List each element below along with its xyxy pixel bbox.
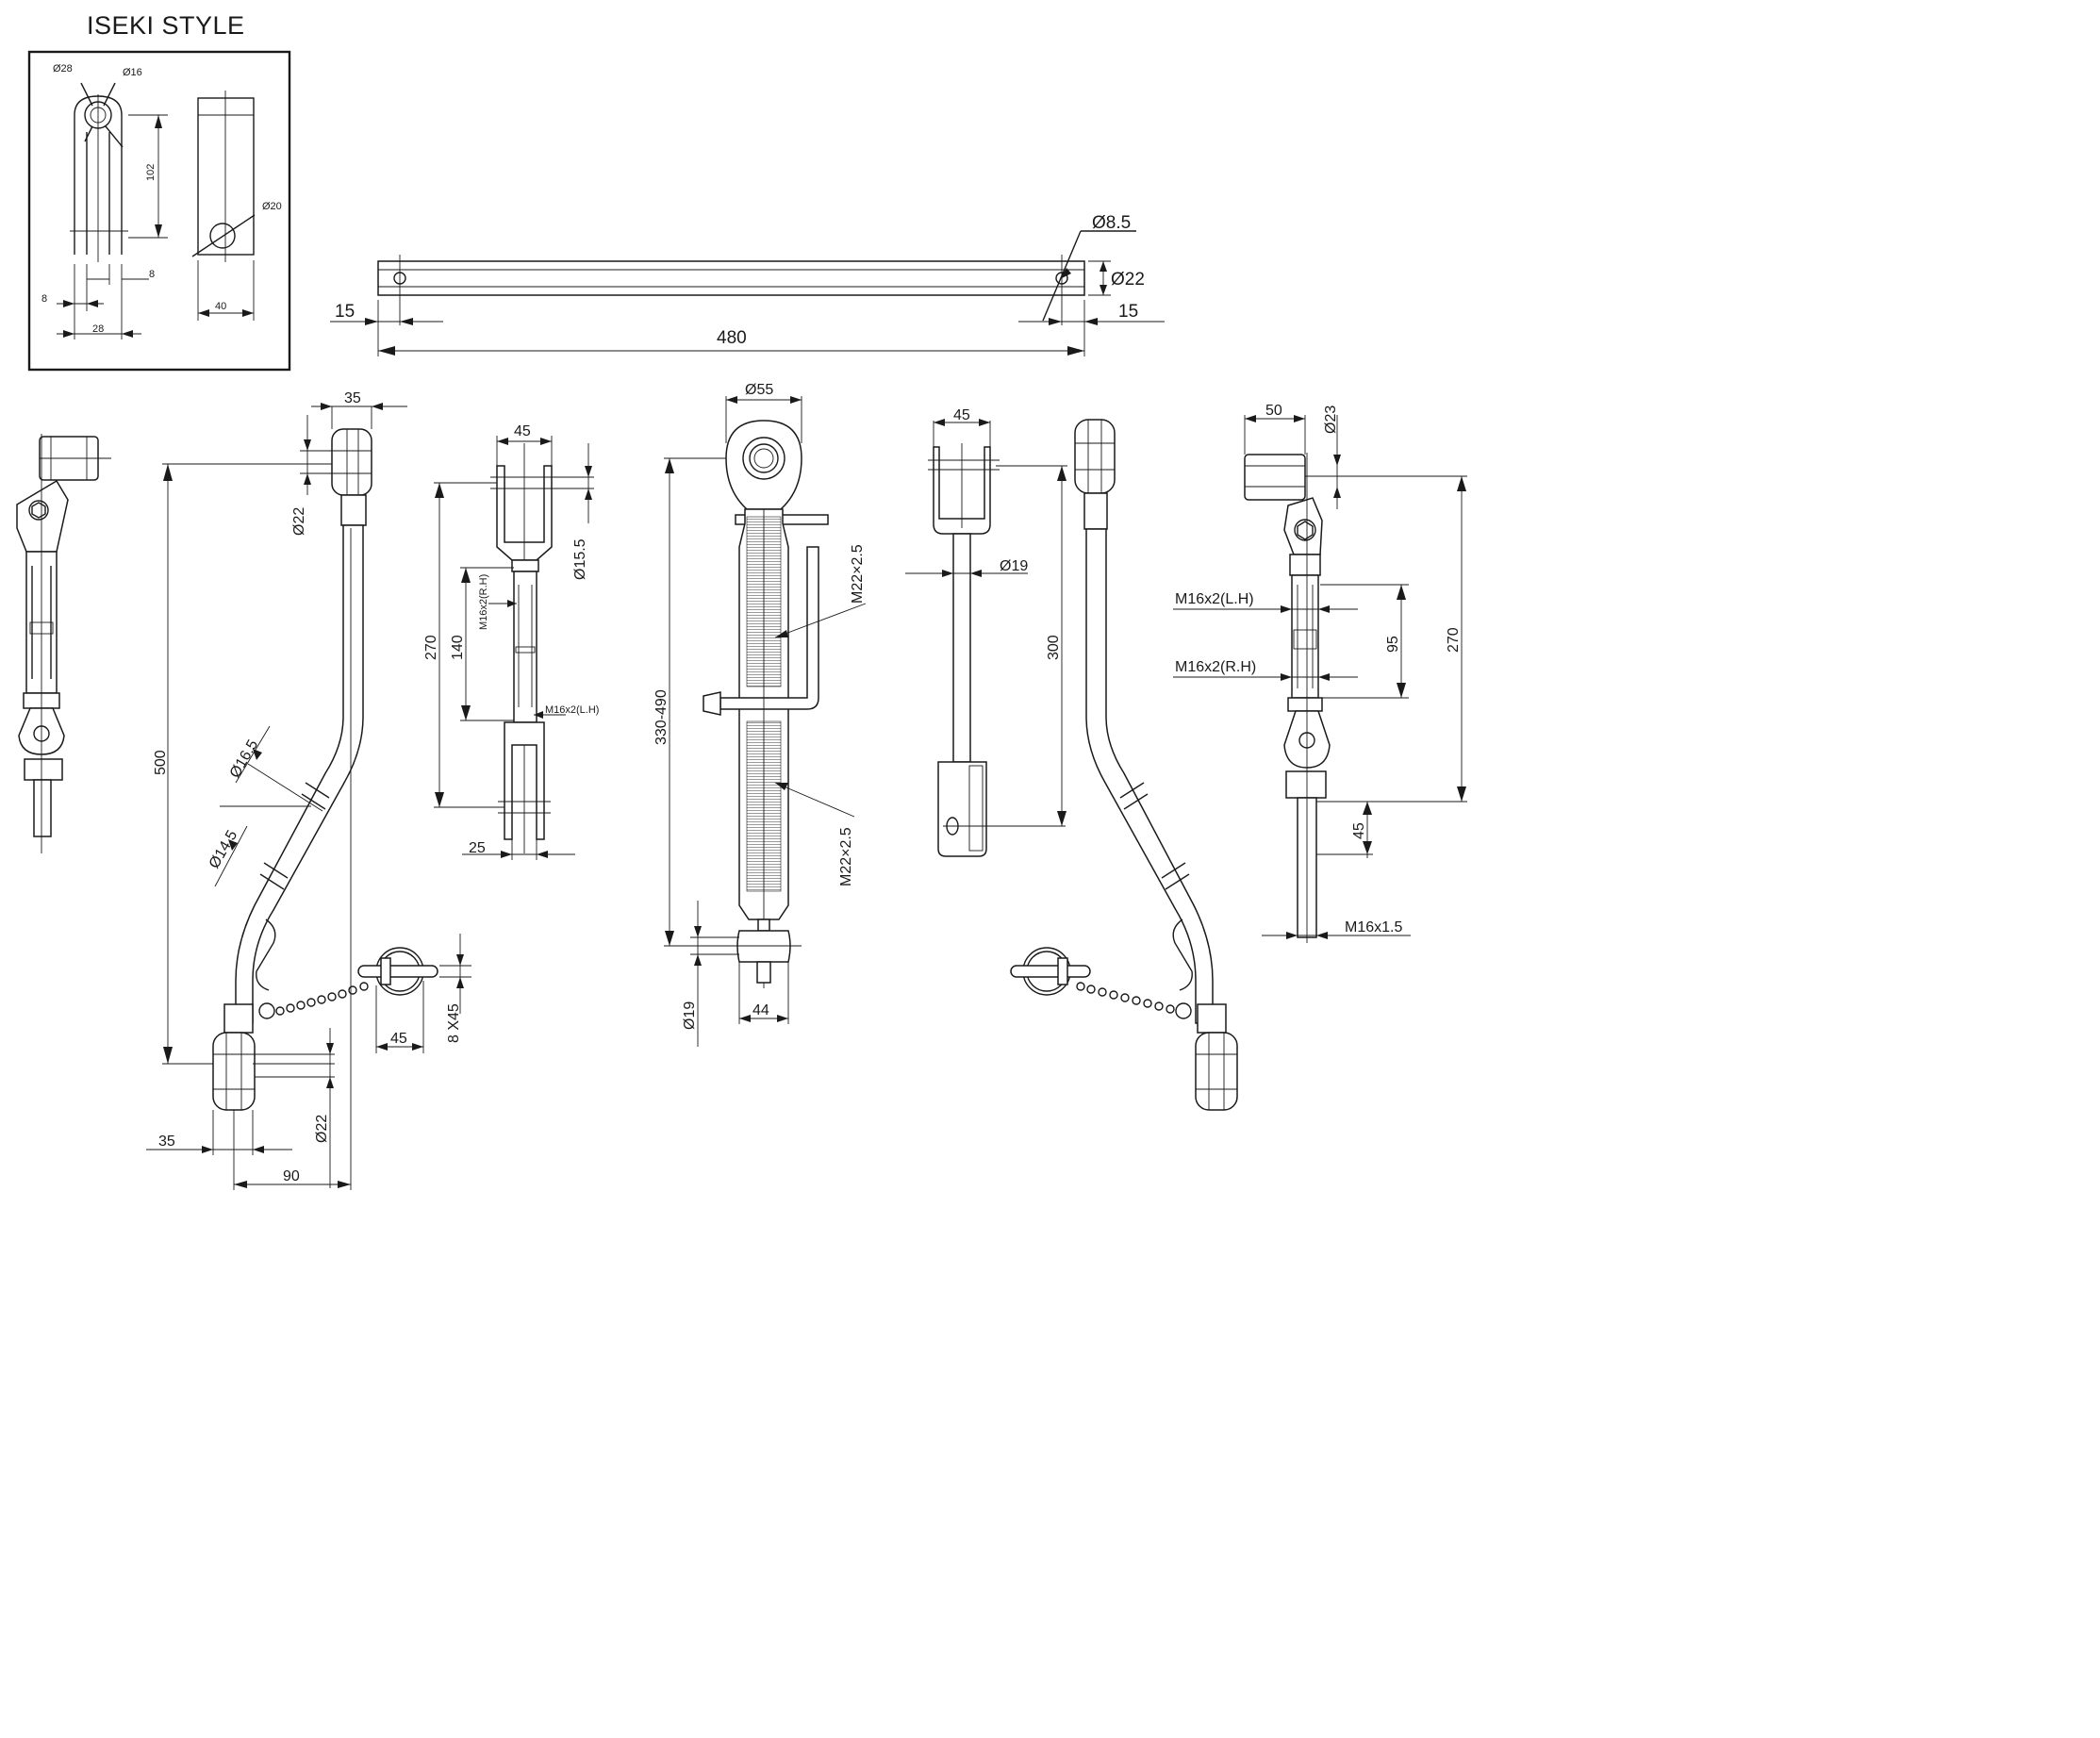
- fork-m16lh-label: M16x2(L.H): [545, 704, 599, 716]
- fork-270-label: 270: [423, 635, 439, 660]
- bar-15-right-label: 15: [1118, 302, 1138, 322]
- top-m22-lower-label: M22×2.5: [838, 827, 854, 886]
- left-arm-rod: [235, 524, 364, 1024]
- bar-d22-label: Ø22: [1111, 270, 1145, 290]
- left-check-arm: 35 Ø22 500 Ø16.5 Ø14.5 45 8 X45 Ø22: [146, 390, 471, 1190]
- rs-d23-label: Ø23: [1323, 406, 1339, 434]
- left-35-top-label: 35: [344, 390, 361, 406]
- rs-95-label: 95: [1385, 636, 1401, 653]
- stabilizer-bar-drawing: 15 15 480 Ø8.5 Ø22: [330, 213, 1165, 356]
- right-check-arm: [1010, 419, 1238, 1111]
- right-arm-bottom-ball: [1195, 1032, 1238, 1111]
- fork-25-label: 25: [469, 840, 486, 856]
- inset-8a-label: 8: [41, 293, 47, 305]
- left-arm-chain: [258, 982, 369, 1019]
- left-d22-bot-label: Ø22: [314, 1115, 330, 1143]
- inset-d28-label: Ø28: [53, 63, 73, 74]
- inset-40-label: 40: [215, 301, 226, 312]
- drawing-canvas: ISEKI STYLE Ø28 Ø16 102 8 8 28: [16, 11, 1467, 1190]
- top-44-label: 44: [752, 1002, 769, 1018]
- rs-270-label: 270: [1446, 627, 1462, 653]
- drawing-title: ISEKI STYLE: [87, 11, 245, 40]
- rs-m161-label: M16x1.5: [1345, 919, 1402, 935]
- right-arm-chain: [1076, 982, 1192, 1019]
- fork-45-label: 45: [514, 423, 531, 439]
- drop-45-label: 45: [953, 407, 970, 423]
- left-35-bot-label: 35: [158, 1134, 175, 1150]
- fork-m16rh-label: M16x2(R.H): [478, 574, 489, 630]
- drop-link-rod: [952, 533, 971, 763]
- drop-link-clevis: [933, 446, 991, 535]
- drop-link: 45 Ø19 300: [905, 407, 1067, 857]
- right-check-chain-turnbuckle: 50 Ø23 M16x2(L.H) M16x2(R.H) 95 270 45 M…: [1173, 403, 1467, 943]
- rs-body: [1291, 574, 1319, 699]
- yoke-side-hole: [209, 223, 236, 249]
- top-link: Ø55 330-490 M22×2.5 M22×2.5 Ø19 44: [653, 382, 867, 1047]
- drop-d19-label: Ø19: [1000, 558, 1028, 574]
- left-arm-top-ball: [331, 428, 372, 496]
- top-link-eye: [725, 420, 802, 510]
- left-lynch-pin: [357, 947, 438, 996]
- top-d19-label: Ø19: [682, 1001, 698, 1030]
- rs-top-block: [1244, 454, 1306, 501]
- right-arm-rod: [1085, 528, 1214, 1024]
- rs-m16rh-label: M16x2(R.H): [1175, 659, 1256, 675]
- inset-102-label: 102: [145, 164, 157, 181]
- left-check-chain-side-view: [16, 434, 111, 853]
- inset-frame: [27, 50, 291, 372]
- top-330-490-label: 330-490: [653, 689, 670, 745]
- inset-yoke-detail: Ø28 Ø16 102 8 8 28 Ø20 40: [27, 50, 291, 372]
- inset-8b-label: 8: [149, 269, 155, 280]
- left-500-label: 500: [153, 750, 169, 775]
- inset-28-label: 28: [92, 323, 104, 335]
- left-90-label: 90: [283, 1168, 300, 1184]
- fork-d155-label: Ø15.5: [572, 538, 588, 580]
- drop-link-foot: [937, 761, 987, 857]
- yoke-side-outline: [197, 97, 255, 256]
- top-link-bottom-ball: [736, 930, 791, 963]
- top-m22-upper-label: M22×2.5: [850, 544, 866, 604]
- fork-bottom-clevis: [504, 721, 545, 840]
- right-lynch-pin: [1010, 947, 1091, 996]
- rs-50-label: 50: [1265, 403, 1282, 419]
- left-d22-top-label: Ø22: [291, 507, 307, 536]
- drop-300-label: 300: [1046, 635, 1062, 660]
- left-arm-bottom-ball: [212, 1032, 256, 1111]
- rs-m16lh-label: M16x2(L.H): [1175, 591, 1254, 607]
- left-d145-label: Ø14.5: [207, 828, 241, 871]
- inset-d16-label: Ø16: [123, 67, 142, 78]
- fork-turnbuckle: 45 Ø15.5 270 140 M16x2(R.H) M16x2(L.H) 2…: [423, 423, 599, 860]
- bar-15-left-label: 15: [335, 302, 355, 322]
- left-45-label: 45: [390, 1031, 407, 1047]
- top-d55-label: Ø55: [745, 382, 773, 398]
- technical-drawing-page: { "title": "ISEKI STYLE", "dims": { "ins…: [0, 0, 1478, 1233]
- rs-bracket: [1283, 497, 1323, 555]
- right-arm-top-ball: [1074, 419, 1116, 494]
- left-8x45-label: 8 X45: [446, 1003, 462, 1043]
- bar-480-label: 480: [717, 328, 747, 348]
- bar-d85-label: Ø8.5: [1092, 213, 1131, 233]
- fork-140-label: 140: [450, 635, 466, 660]
- inset-d20-label: Ø20: [262, 201, 282, 212]
- rs-45-label: 45: [1351, 822, 1367, 839]
- stabilizer-bar: [377, 260, 1085, 296]
